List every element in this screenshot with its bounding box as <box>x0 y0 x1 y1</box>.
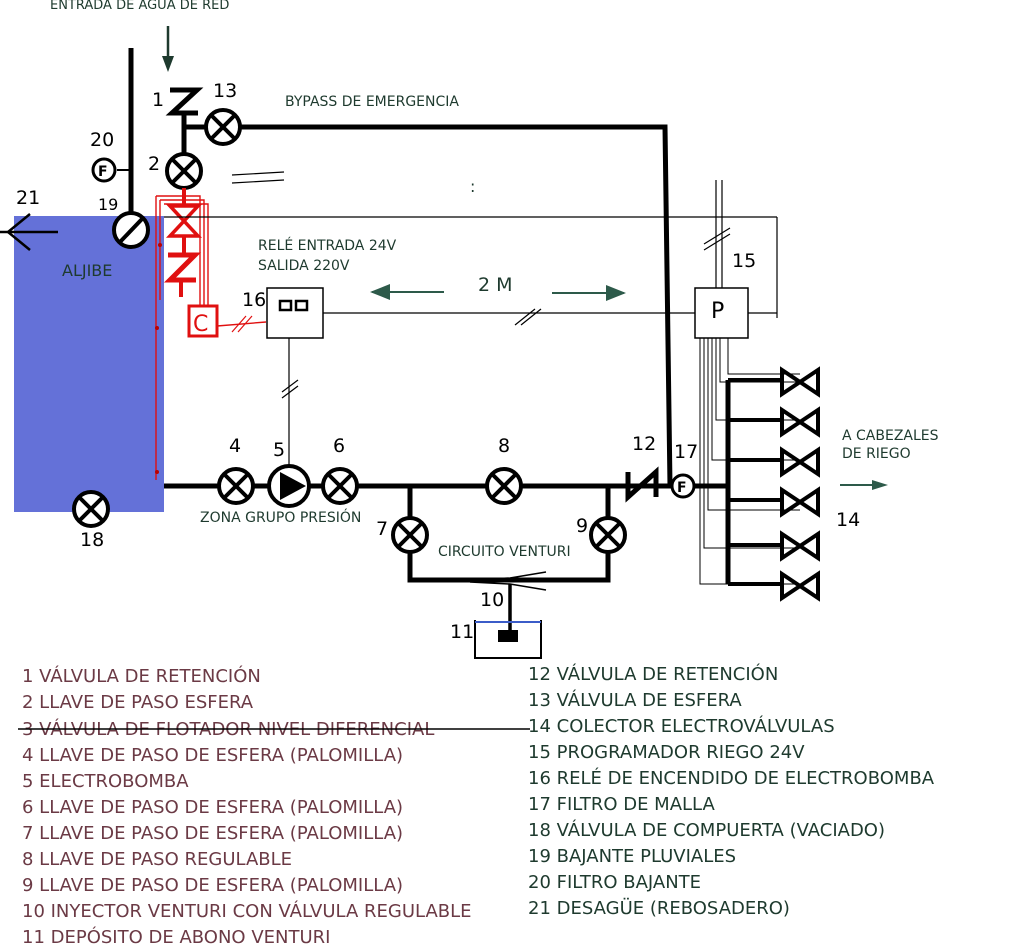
legend-left: 1 VÁLVULA DE RETENCIÓN 2 LLAVE DE PASO E… <box>18 665 530 945</box>
legend-item: 11 DEPÓSITO DE ABONO VENTURI <box>22 926 330 945</box>
fertilizer-tank-11-icon <box>474 620 542 659</box>
label-12: 12 <box>632 433 656 455</box>
cabezales-label-1: A CABEZALES <box>842 428 939 444</box>
bypass-pipe <box>240 124 673 487</box>
float-valve-3-icon: C <box>155 188 267 480</box>
label-2: 2 <box>148 153 160 175</box>
label-18: 18 <box>80 529 104 551</box>
regulating-valve-8-icon <box>485 467 523 505</box>
svg-text:P: P <box>711 299 724 324</box>
filter-20-icon: F <box>91 157 131 183</box>
label-7: 7 <box>376 518 388 540</box>
solenoid-valves-icon <box>780 366 820 602</box>
label-8: 8 <box>498 435 510 457</box>
legend-item: 21 DESAGÜE (REBOSADERO) <box>528 897 790 919</box>
downpipe-valve-19-icon <box>112 211 150 249</box>
relay-input-label: RELÉ ENTRADA 24V <box>258 237 397 254</box>
aljibe-label: ALJIBE <box>62 261 112 280</box>
label-19: 19 <box>98 195 118 214</box>
label-17: 17 <box>674 441 698 463</box>
legend-item: 14 COLECTOR ELECTROVÁLVULAS <box>528 715 835 737</box>
legend-item: 1 VÁLVULA DE RETENCIÓN <box>22 665 261 687</box>
label-21: 21 <box>16 187 40 209</box>
label-9: 9 <box>576 515 588 537</box>
legend-item: 12 VÁLVULA DE RETENCIÓN <box>528 663 778 685</box>
overflow-arrow-icon <box>0 213 58 251</box>
legend-item: 5 ELECTROBOMBA <box>22 771 189 792</box>
svg-text:F: F <box>98 164 108 180</box>
relay-output-label: SALIDA 220V <box>258 258 350 274</box>
label-10: 10 <box>480 589 504 611</box>
venturi-label: CIRCUITO VENTURI <box>438 544 571 560</box>
legend-item: 4 LLAVE DE PASO DE ESFERA (PALOMILLA) <box>22 745 403 766</box>
legend-item: 19 BAJANTE PLUVIALES <box>528 846 736 867</box>
svg-text:F: F <box>677 480 687 496</box>
label-1: 1 <box>152 89 164 111</box>
legend-item: 13 VÁLVULA DE ESFERA <box>528 689 742 711</box>
legend-item: 16 RELÉ DE ENCENDIDO DE ELECTROBOMBA <box>528 767 935 789</box>
entrada-label: ENTRADA DE AGUA DE RED <box>50 0 229 13</box>
label-11: 11 <box>450 621 474 643</box>
legend-item: 6 LLAVE DE PASO DE ESFERA (PALOMILLA) <box>22 797 403 818</box>
aljibe-tank <box>14 216 164 512</box>
bypass-label: BYPASS DE EMERGENCIA <box>285 94 459 110</box>
legend-item: 18 VÁLVULA DE COMPUERTA (VACIADO) <box>528 819 885 841</box>
legend-item: 20 FILTRO BAJANTE <box>528 872 701 893</box>
electropump-5-icon <box>267 464 311 508</box>
ball-valve-4-icon <box>217 467 255 505</box>
label-14: 14 <box>836 509 860 531</box>
label-5: 5 <box>273 439 285 461</box>
legend-item: 8 LLAVE DE PASO REGULABLE <box>22 849 292 870</box>
legend-item: 10 INYECTOR VENTURI CON VÁLVULA REGULABL… <box>22 900 472 922</box>
bypass-valve-13-icon <box>204 108 242 146</box>
svg-text:C: C <box>193 312 208 337</box>
label-6: 6 <box>333 435 345 457</box>
mesh-filter-17-icon: F <box>670 473 696 499</box>
ball-valve-9-icon <box>589 516 627 554</box>
label-16: 16 <box>242 289 266 311</box>
entrada-arrow-icon <box>162 26 174 72</box>
manifold-14 <box>725 378 780 586</box>
legend-item: 7 LLAVE DE PASO DE ESFERA (PALOMILLA) <box>22 823 403 844</box>
svg-text::: : <box>470 177 475 196</box>
legend-right: 12 VÁLVULA DE RETENCIÓN 13 VÁLVULA DE ES… <box>528 663 935 919</box>
legend-item: 15 PROGRAMADOR RIEGO 24V <box>528 742 805 763</box>
label-20: 20 <box>90 129 114 151</box>
legend-item: 17 FILTRO DE MALLA <box>528 794 715 815</box>
cabezales-label-2: DE RIEGO <box>842 446 911 462</box>
legend-item: 9 LLAVE DE PASO DE ESFERA (PALOMILLA) <box>22 875 403 896</box>
gate-valve-18-icon <box>72 490 110 528</box>
check-valve-12-icon <box>625 466 659 503</box>
outlet-arrow-icon <box>840 480 888 490</box>
label-4: 4 <box>229 435 241 457</box>
zona-label: ZONA GRUPO PRESIÓN <box>200 508 361 526</box>
ball-valve-7-icon <box>391 516 429 554</box>
distance-label: 2 M <box>478 274 513 296</box>
ball-valve-2-icon <box>165 152 203 190</box>
legend-item: 2 LLAVE DE PASO ESFERA <box>22 692 254 713</box>
label-15: 15 <box>732 250 756 272</box>
relay-16-box <box>266 287 324 339</box>
check-valve-1-icon <box>165 87 204 156</box>
label-13: 13 <box>213 80 237 102</box>
ball-valve-6-icon <box>321 467 359 505</box>
